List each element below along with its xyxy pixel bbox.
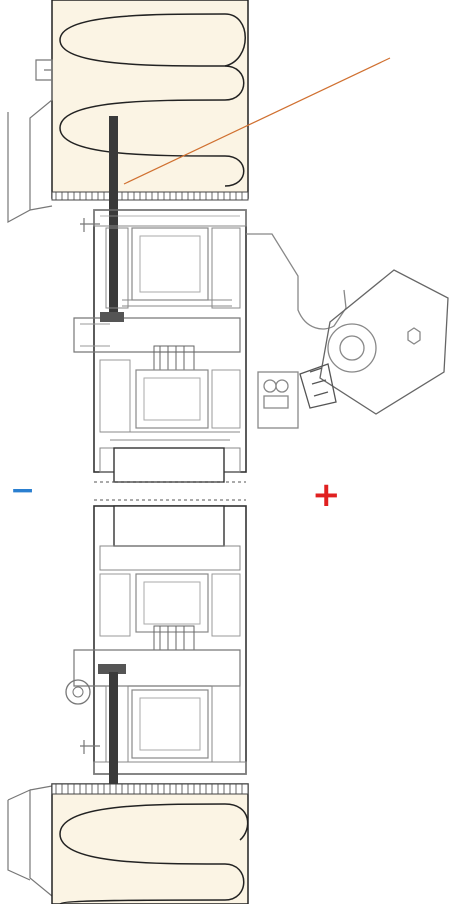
bottom-insulation-block (51, 783, 249, 904)
bottom-fixing-rod (109, 672, 118, 874)
upper-window-frame-profile (73, 209, 247, 483)
bottom-sill-bracket (7, 785, 53, 897)
glazing-break-lines (94, 481, 246, 501)
lower-window-frame-profile (65, 505, 247, 775)
plus-sign-label: + (312, 475, 341, 515)
leader-line (123, 57, 391, 185)
minus-sign-label: − (10, 473, 36, 508)
hinge-hardware (246, 233, 449, 429)
top-insulation-block (51, 0, 249, 201)
top-sill-bracket (7, 59, 53, 224)
